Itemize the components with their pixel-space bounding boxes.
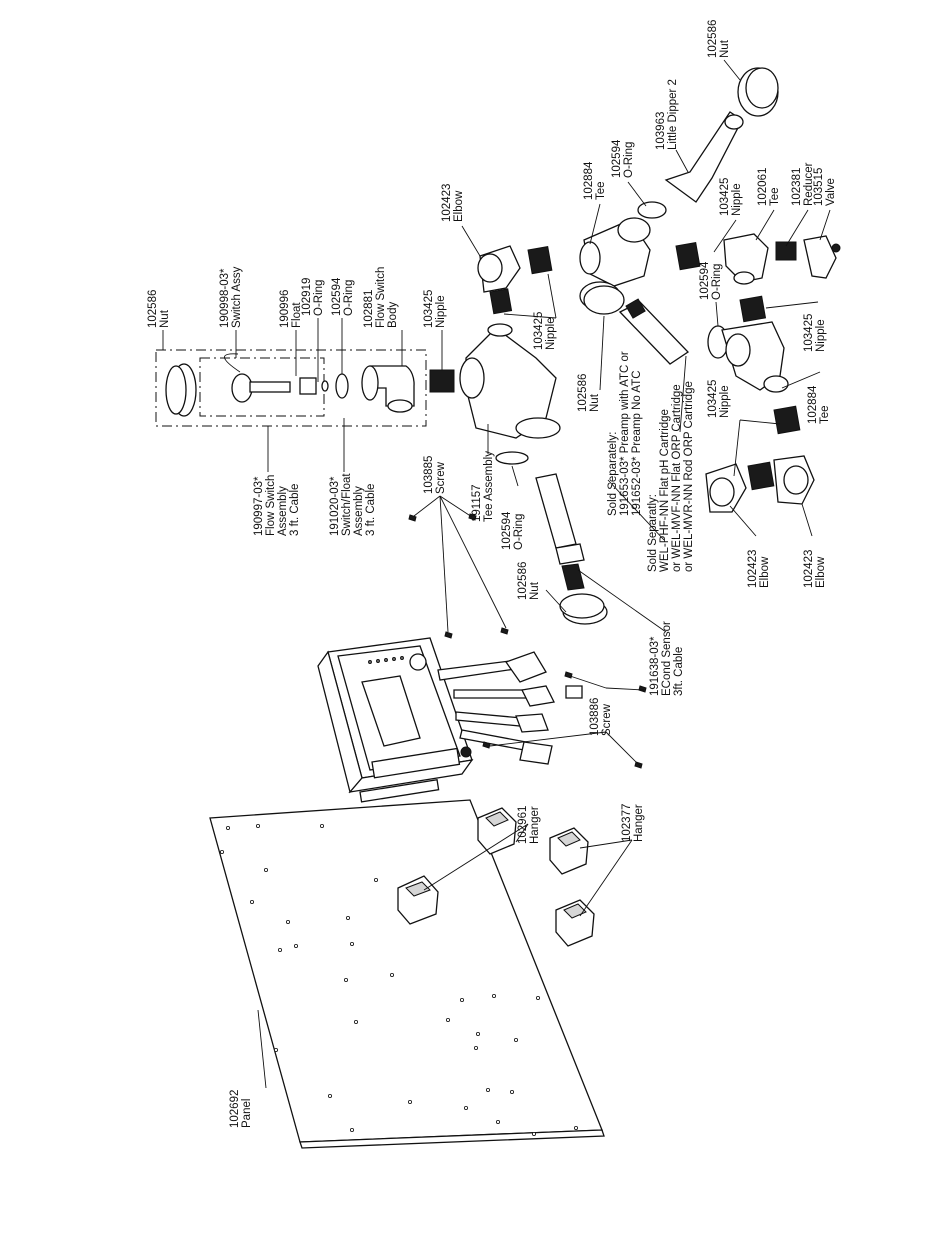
label-switch-float-assembly: 191020-03*Switch/FloatAssembly3 ft. Cabl… <box>329 473 377 536</box>
label-screw-bottom: 103886Screw <box>589 698 613 736</box>
label-nipple-lower: 103425Nipple <box>707 380 731 418</box>
label-tee-right: 102061Tee <box>757 168 781 206</box>
label-float: 190996Float <box>279 290 303 328</box>
label-nut-center: 102586Nut <box>517 562 541 600</box>
label-screw-top: 103885Screw <box>423 456 447 494</box>
oring-top <box>637 201 667 219</box>
flow-switch-assembly-box <box>155 349 427 427</box>
hanger-102377-b <box>555 899 595 947</box>
controller-enclosure <box>317 637 583 803</box>
oring-center <box>495 451 529 465</box>
label-tee-assembly: 191157Tee Assembly <box>471 451 495 522</box>
tee-assembly <box>459 323 561 439</box>
note-preamp: Sold Separately:191653-03* Preamp with A… <box>607 351 643 516</box>
flow-switch-body <box>361 365 415 413</box>
switch-assy <box>224 353 291 403</box>
label-oring-small: 102919O-Ring <box>301 278 325 316</box>
label-little-dipper: 103963Little Dipper 2 <box>655 79 679 150</box>
reducer <box>775 241 797 261</box>
label-nipple-right-upper: 103425Nipple <box>719 178 743 216</box>
label-nut-top-right: 102586Nut <box>707 20 731 58</box>
valve <box>803 235 841 279</box>
nut-box <box>165 363 197 417</box>
nipple-between-elbows <box>747 461 775 491</box>
little-dipper <box>664 111 744 203</box>
nut-top-right <box>737 67 779 117</box>
label-nut-box: 102586Nut <box>147 290 171 328</box>
panel-plate <box>209 799 605 1149</box>
label-reducer: 102381Reducer <box>791 162 815 206</box>
label-elbow-top: 102423Elbow <box>441 184 465 222</box>
nut-center <box>559 593 608 625</box>
labels: 102586Nut 190998-03*Switch Assy 190996Fl… <box>147 20 837 1128</box>
label-nipple-mid: 103425Nipple <box>533 312 557 350</box>
hanger-102961-a <box>477 807 517 855</box>
label-switch-assy: 190998-03*Switch Assy <box>219 266 243 328</box>
label-valve: 103515Valve <box>813 168 837 206</box>
elbow-lower-left <box>705 463 747 513</box>
nipple-center <box>429 369 455 393</box>
note-cartridge: Sold Separatly:WEL-PHF-NN Flat pH Cartri… <box>647 381 695 572</box>
label-nut-mid: 102586Nut <box>577 374 601 412</box>
label-panel: 102692Panel <box>229 1090 253 1128</box>
elbow-top <box>477 245 521 293</box>
label-oring-top: 102594O-Ring <box>611 139 635 178</box>
label-hanger-left: 102961Hanger <box>517 806 541 844</box>
label-oring-box: 102594O-Ring <box>331 277 355 316</box>
nipple-right-upper <box>675 241 701 271</box>
label-nipple-center: 103425Nipple <box>423 290 447 328</box>
hanger-102961-b <box>397 875 439 925</box>
nut-mid <box>579 281 625 315</box>
tee-right <box>723 233 769 285</box>
leader-lines <box>162 59 831 1089</box>
tee-top <box>579 217 651 287</box>
oring-box <box>335 373 349 399</box>
label-flow-switch-assembly: 190997-03*Flow SwitchAssembly3 ft. Cable <box>253 475 301 536</box>
label-elbow-lower-left: 102423Elbow <box>747 550 771 588</box>
label-tee-top: 102884Tee <box>583 161 607 200</box>
tee-lower <box>721 321 789 393</box>
nipple-lower <box>773 405 801 435</box>
econd-sensor <box>535 473 585 591</box>
nipple-mid-b <box>527 245 553 275</box>
nipple-mid-a <box>489 288 513 315</box>
label-hanger-right: 102377Hanger <box>621 804 645 842</box>
float <box>299 377 317 395</box>
preamp-sensor <box>618 298 690 365</box>
label-nipple-right-lower: 103425Nipple <box>803 314 827 352</box>
label-oring-right: 102594O-Ring <box>699 261 723 300</box>
oring-small <box>321 380 329 392</box>
label-econd-sensor: 191638-03*ECond Sensor3ft. Cable <box>649 621 685 696</box>
label-oring-center: 102594O-Ring <box>501 511 525 550</box>
hanger-102377-a <box>549 827 589 875</box>
nipple-right-lower <box>739 295 767 323</box>
screws <box>408 513 647 769</box>
label-tee-lower: 102884Tee <box>807 385 831 424</box>
elbow-lower-right <box>773 455 815 505</box>
label-flow-switch-body: 102881Flow SwitchBody <box>363 267 399 328</box>
label-elbow-lower-right: 102423Elbow <box>803 550 827 588</box>
